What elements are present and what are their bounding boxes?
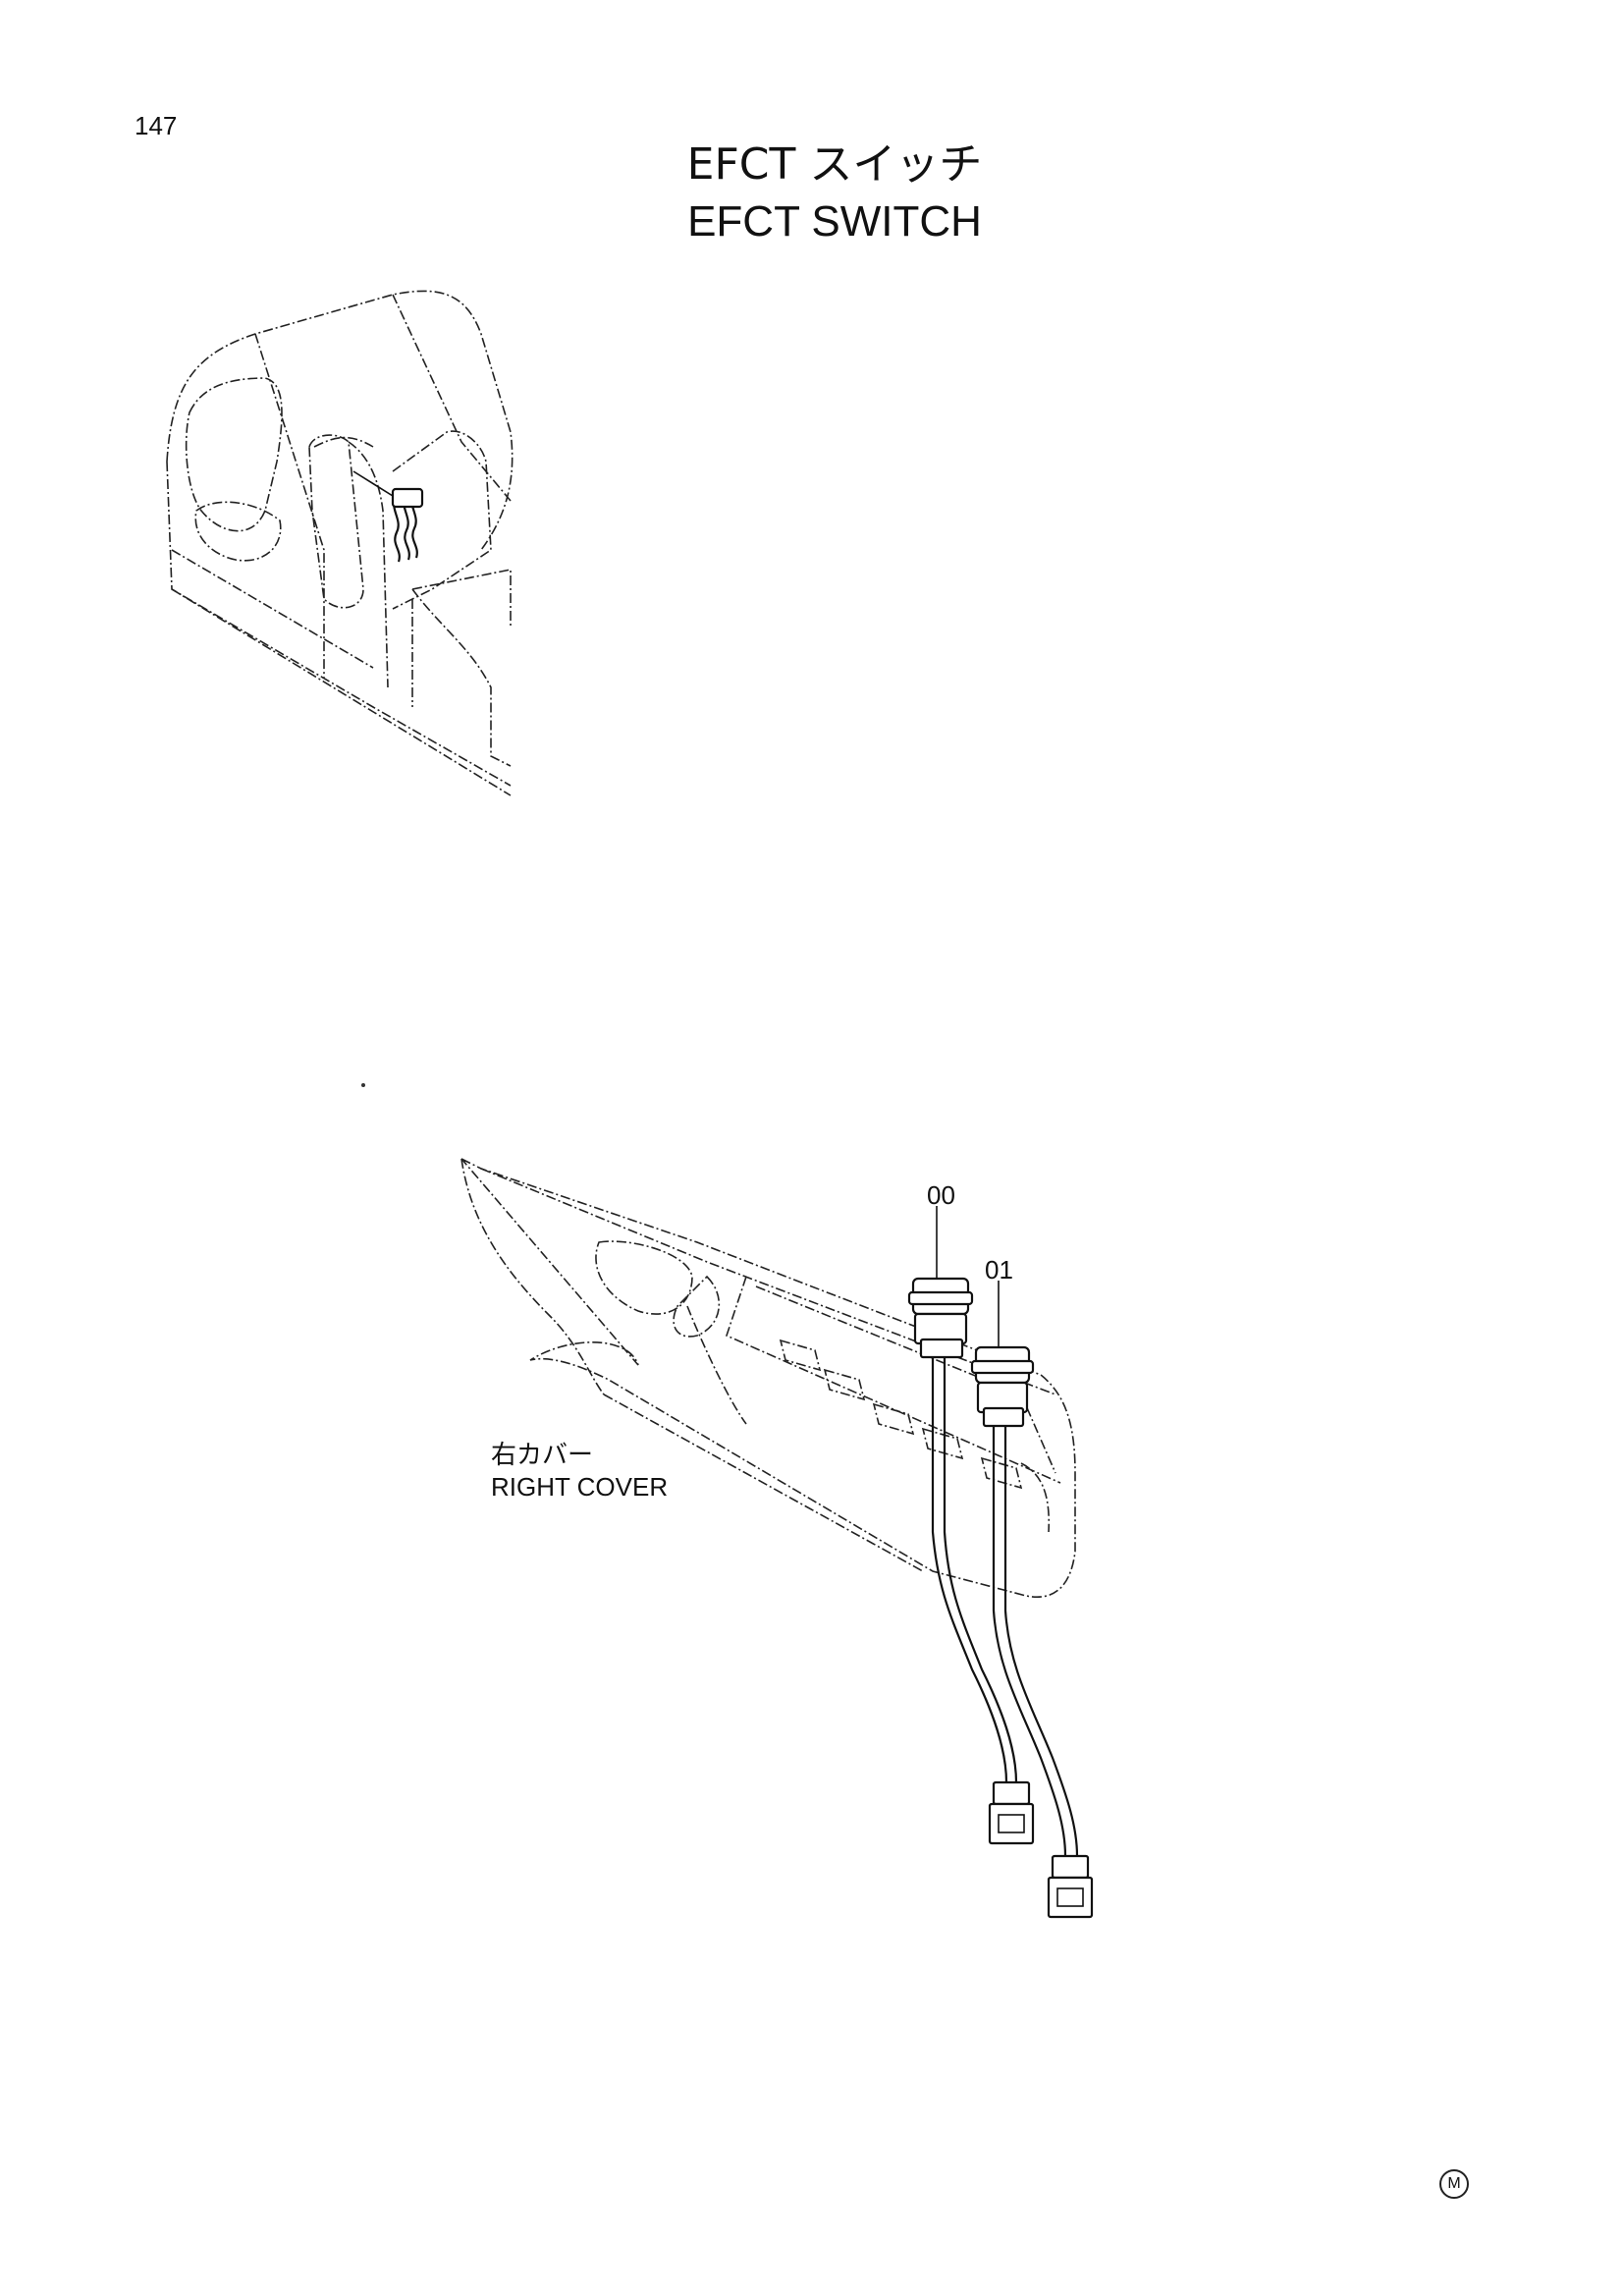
diagram-title-jp: EFCT スイッチ bbox=[686, 139, 983, 190]
switch-00 bbox=[907, 1206, 1035, 1845]
cab-overview bbox=[166, 290, 514, 796]
callout-00: 00 bbox=[927, 1180, 955, 1210]
callout-01: 01 bbox=[985, 1255, 1013, 1285]
diagram-title-en: EFCT SWITCH bbox=[687, 197, 982, 246]
switch-01 bbox=[970, 1281, 1094, 1919]
mark-badge: M bbox=[1439, 2169, 1469, 2199]
page-number: 147 bbox=[135, 111, 178, 140]
right-cover-label-jp: 右カバー bbox=[491, 1441, 594, 1470]
right-cover-label-en: RIGHT COVER bbox=[491, 1472, 669, 1502]
